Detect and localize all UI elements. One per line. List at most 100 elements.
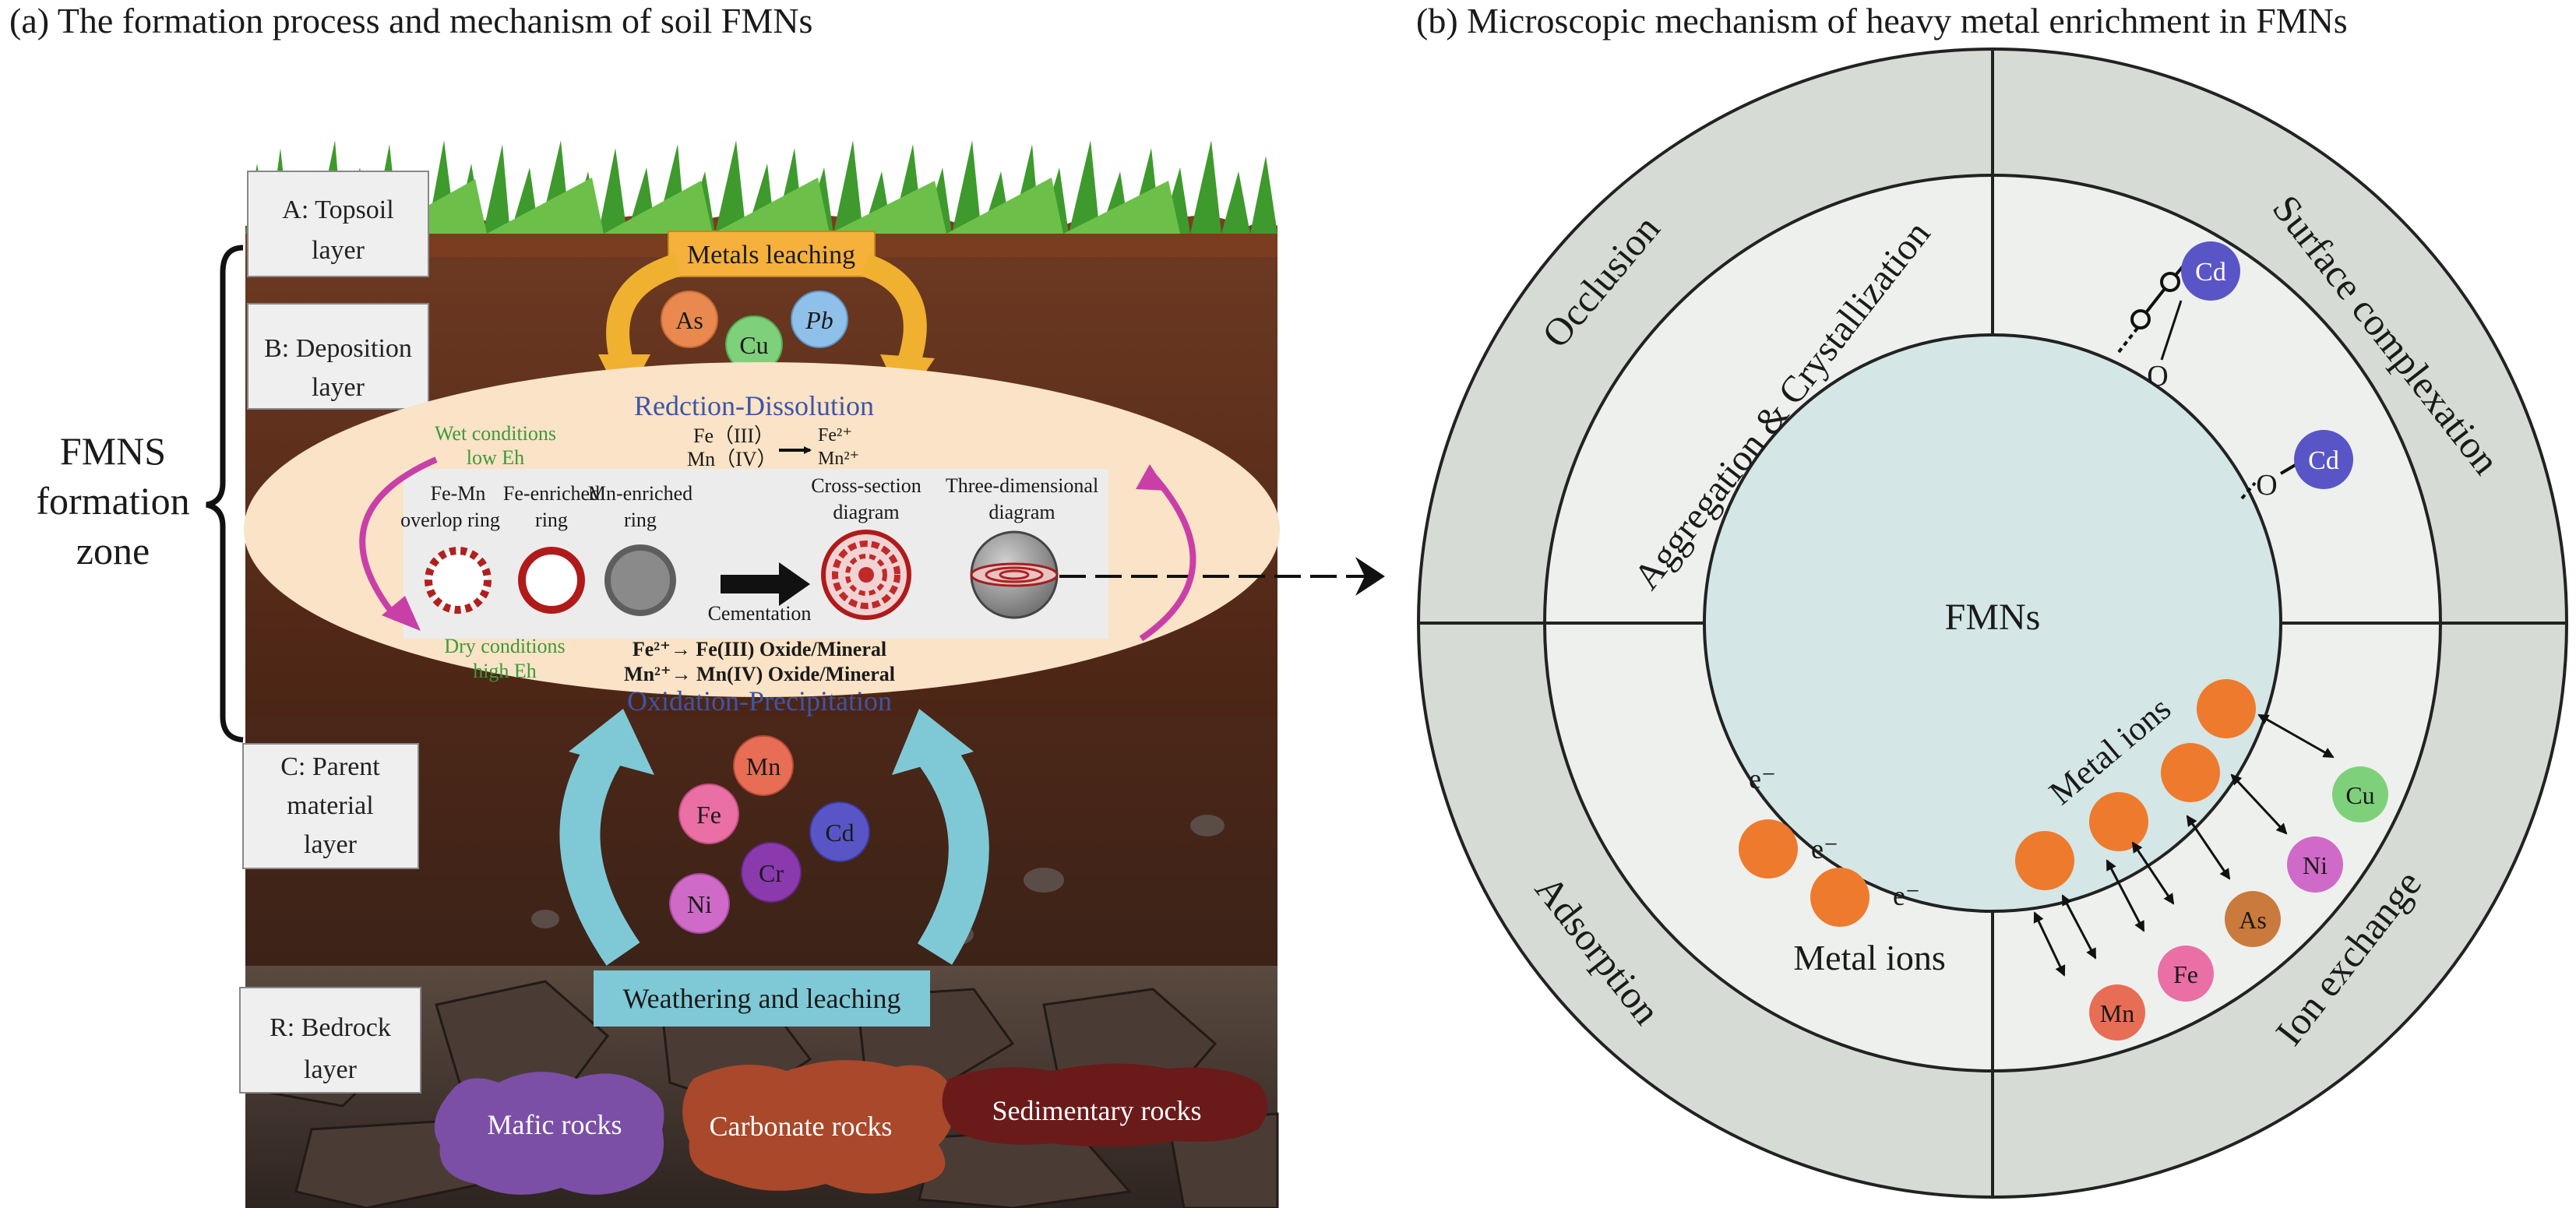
metals-leaching-label: Metals leaching	[668, 231, 876, 277]
ring-labels: Fe-Mn overlop ring Fe-enriched ring Mn-e…	[400, 474, 1098, 531]
svg-text:Fe²⁺: Fe²⁺	[818, 425, 852, 446]
svg-text:Fe: Fe	[2173, 960, 2198, 988]
ion-ni-b: Ni	[2287, 836, 2343, 893]
svg-text:Pb: Pb	[805, 306, 833, 334]
svg-text:Carbonate rocks: Carbonate rocks	[710, 1111, 893, 1142]
ion-ni-a: Ni	[669, 873, 730, 934]
complex-chain-1: O Cd	[2117, 241, 2240, 393]
mafic-rocks: Mafic rocks	[434, 1072, 664, 1195]
mn-enriched-ring	[604, 544, 676, 616]
svg-text:FMNS: FMNS	[60, 429, 166, 473]
ion-fe-b: Fe	[2158, 946, 2214, 1002]
ion-as-b: As	[2225, 891, 2281, 947]
ion-mn-b: Mn	[2089, 984, 2145, 1041]
three-dimensional-icon	[970, 530, 1059, 619]
svg-text:e⁻: e⁻	[1749, 763, 1776, 794]
zone-brace	[206, 245, 244, 743]
svg-text:O: O	[2256, 469, 2277, 502]
carbonate-rocks: Carbonate rocks	[682, 1060, 954, 1194]
adsorbed-ions: e⁻ e⁻ e⁻	[1739, 763, 1920, 927]
panel-b-caption: (b) Microscopic mechanism of heavy metal…	[1416, 1, 2348, 41]
svg-text:Fe: Fe	[696, 801, 721, 829]
layer-box-a: A: Topsoil layer	[247, 171, 429, 277]
svg-text:Mn: Mn	[2100, 999, 2134, 1027]
svg-text:Mafic rocks: Mafic rocks	[488, 1109, 622, 1140]
exchange-arrows	[2033, 713, 2335, 977]
svg-text:formation: formation	[36, 479, 189, 523]
dry-conditions: Dry conditions high Eh	[444, 635, 565, 682]
cyan-arrow-left	[559, 736, 640, 966]
ion-cu-b: Cu	[2332, 766, 2388, 822]
fmns-center-label: FMNs	[1945, 597, 2041, 638]
svg-text:Weathering and leaching: Weathering and leaching	[623, 983, 901, 1014]
svg-text:Sedimentary rocks: Sedimentary rocks	[992, 1095, 1202, 1126]
svg-text:Wet conditions: Wet conditions	[435, 422, 556, 445]
svg-text:Cross-section: Cross-section	[811, 474, 922, 497]
svg-text:Ni: Ni	[2303, 851, 2328, 879]
svg-text:Cd: Cd	[2308, 446, 2339, 475]
svg-text:layer: layer	[304, 1055, 358, 1084]
svg-text:Fe²⁺→ Fe(III) Oxide/Mineral: Fe²⁺→ Fe(III) Oxide/Mineral	[633, 638, 886, 660]
magenta-arrow-right	[1139, 473, 1196, 642]
orange-arrow-right	[860, 253, 927, 370]
svg-text:diagram: diagram	[988, 501, 1055, 523]
svg-text:As: As	[2239, 906, 2267, 934]
fe-mn-overlap-ring	[425, 547, 492, 614]
svg-text:Mn²⁺: Mn²⁺	[818, 449, 859, 469]
ion-cu: Cu	[725, 315, 783, 373]
svg-text:layer: layer	[304, 830, 358, 859]
svg-text:Ni: Ni	[687, 890, 712, 918]
svg-text:Fe-Mn: Fe-Mn	[431, 482, 486, 505]
svg-text:Three-dimensional: Three-dimensional	[946, 474, 1098, 497]
fe-enriched-ring	[518, 547, 585, 614]
svg-text:A: Topsoil: A: Topsoil	[282, 195, 393, 224]
svg-text:Cd: Cd	[825, 819, 854, 847]
reduction-dissolution: Redction-Dissolution	[634, 390, 874, 421]
svg-text:ring: ring	[624, 509, 657, 531]
weathering-label: Weathering and leaching	[594, 970, 930, 1027]
svg-text:R: Bedrock: R: Bedrock	[270, 1013, 391, 1042]
svg-text:Mn-enriched: Mn-enriched	[588, 482, 692, 505]
svg-text:low Eh: low Eh	[467, 446, 524, 469]
magenta-arrow-left	[359, 456, 438, 622]
svg-text:Mn: Mn	[746, 752, 781, 780]
svg-text:C: Parent: C: Parent	[280, 752, 380, 781]
layer-box-c: C: Parent material layer	[242, 743, 419, 869]
panel-a-caption: (a) The formation process and mechanism …	[9, 1, 812, 41]
svg-text:e⁻: e⁻	[1811, 833, 1838, 865]
reduction-equation: Fe（III） Mn（IV） Fe²⁺ Mn²⁺	[687, 424, 859, 470]
orange-arrow-left	[606, 253, 682, 370]
svg-text:Fe（III）: Fe（III）	[693, 424, 774, 447]
oxidation-equation: Fe²⁺→ Fe(III) Oxide/Mineral Mn²⁺→ Mn(IV)…	[624, 638, 895, 685]
svg-text:Fe-enriched: Fe-enriched	[503, 482, 600, 505]
svg-text:Cu: Cu	[739, 331, 768, 359]
metal-ions-label-adsorption: Metal ions	[1793, 938, 1945, 977]
svg-text:O: O	[2147, 360, 2168, 393]
svg-text:ring: ring	[535, 509, 568, 531]
cementation-label: Cementation	[708, 602, 812, 625]
svg-text:Mn（IV）: Mn（IV）	[687, 448, 777, 470]
svg-text:zone: zone	[76, 529, 150, 572]
svg-text:Mn²⁺→ Mn(IV) Oxide/Mineral: Mn²⁺→ Mn(IV) Oxide/Mineral	[624, 663, 895, 685]
cyan-arrow-right	[914, 734, 989, 965]
svg-text:Cu: Cu	[2345, 781, 2374, 809]
exchange-inner-ions	[2015, 679, 2256, 890]
layer-box-b: B: Deposition layer	[247, 303, 429, 410]
wet-conditions: Wet conditions low Eh	[435, 422, 556, 469]
complex-chain-2: O Cd	[2240, 430, 2353, 502]
svg-text:Metals leaching: Metals leaching	[687, 241, 855, 269]
svg-text:e⁻: e⁻	[1893, 880, 1920, 911]
svg-text:diagram: diagram	[833, 501, 899, 523]
zone-label: FMNS formation zone	[36, 429, 189, 572]
svg-text:Cr: Cr	[759, 859, 784, 887]
sedimentary-rocks: Sedimentary rocks	[942, 1063, 1268, 1147]
ion-cd-a: Cd	[809, 801, 870, 862]
ion-cr-a: Cr	[741, 842, 802, 903]
layer-box-r: R: Bedrock layer	[239, 987, 421, 1094]
ion-fe-a: Fe	[678, 784, 739, 844]
svg-text:overlop ring: overlop ring	[400, 509, 500, 531]
svg-text:As: As	[675, 306, 703, 334]
svg-text:high Eh: high Eh	[473, 660, 537, 682]
ion-pb: Pb	[791, 291, 848, 348]
